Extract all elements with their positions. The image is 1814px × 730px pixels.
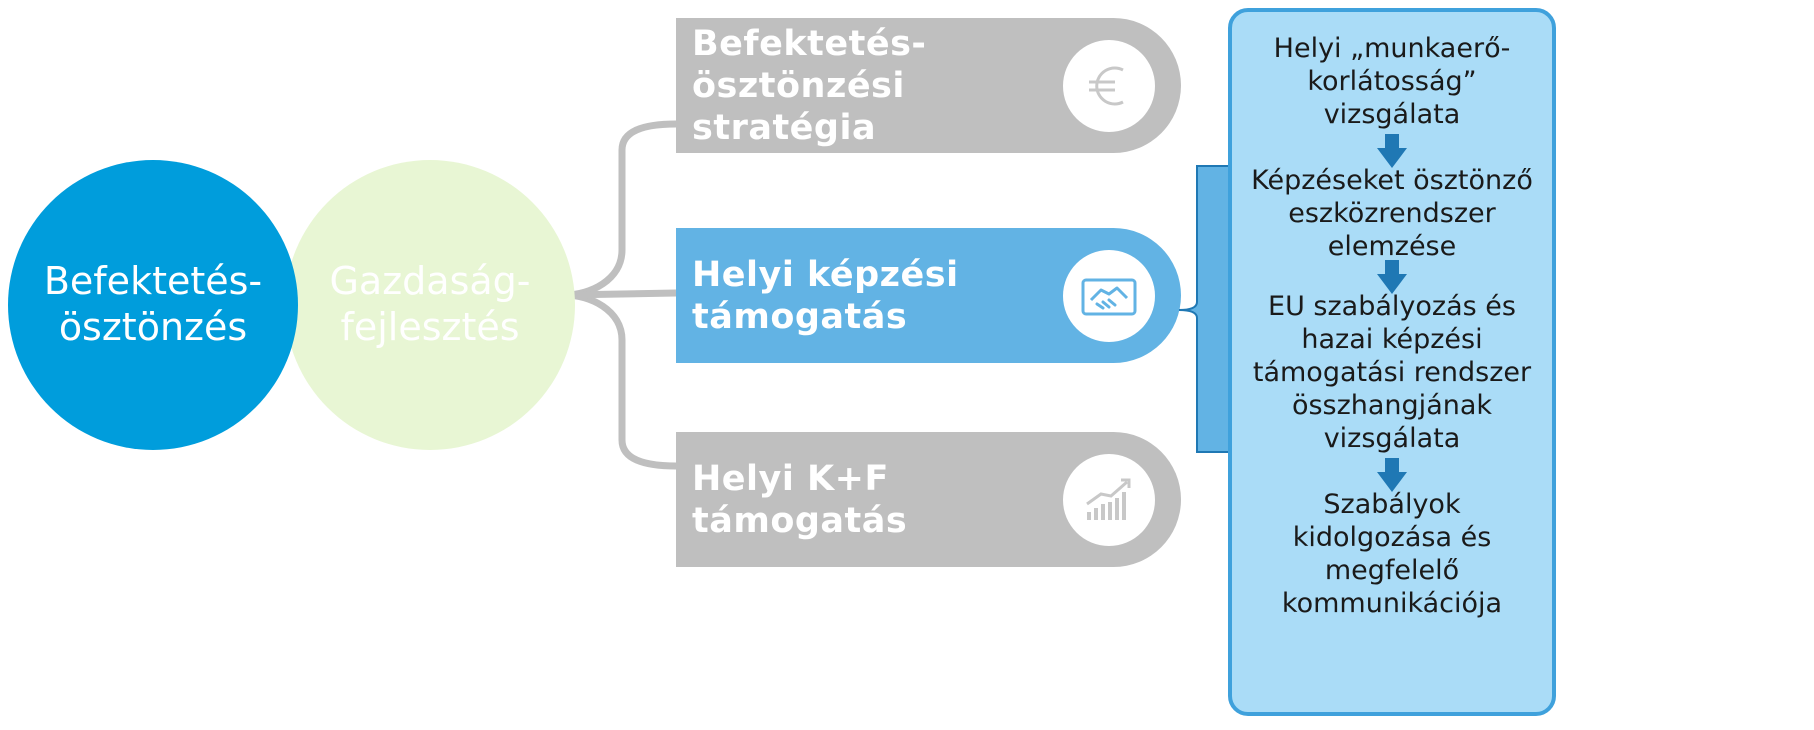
branch-label: Helyi K+F támogatás [692,458,908,541]
down-arrow-icon [1377,134,1407,168]
process-step-3: EU szabályozás és hazai képzési támogatá… [1252,291,1532,454]
down-arrow-icon [1377,458,1407,492]
process-step-1: Helyi „munkaerő- korlátosság” vizsgálata [1273,33,1511,130]
handshake-icon [1063,249,1155,342]
main-circle: Befektetés- ösztönzés [8,160,298,450]
branch-local-training-support[interactable]: Helyi képzési támogatás [676,228,1181,363]
branch-connector [564,120,677,470]
branch-label: Helyi képzési támogatás [692,254,959,337]
secondary-circle: Gazdaság- fejlesztés [285,160,575,450]
process-panel: Helyi „munkaerő- korlátosság” vizsgálata… [1228,8,1556,716]
euro-icon [1063,39,1155,132]
secondary-circle-label: Gazdaság- fejlesztés [329,259,531,349]
main-circle-label: Befektetés- ösztönzés [43,259,263,349]
process-step-2: Képzéseket ösztönző eszközrendszer elemz… [1251,165,1533,262]
process-step-4: Szabályok kidolgozása és megfelelő kommu… [1281,489,1503,619]
growth-chart-icon [1063,453,1155,546]
down-arrow-icon [1377,260,1407,294]
branch-investment-strategy[interactable]: Befektetés- ösztönzési stratégia [676,18,1181,153]
branch-label: Befektetés- ösztönzési stratégia [692,23,927,148]
bracket-connector [1178,165,1232,453]
branch-local-rnd-support[interactable]: Helyi K+F támogatás [676,432,1181,567]
